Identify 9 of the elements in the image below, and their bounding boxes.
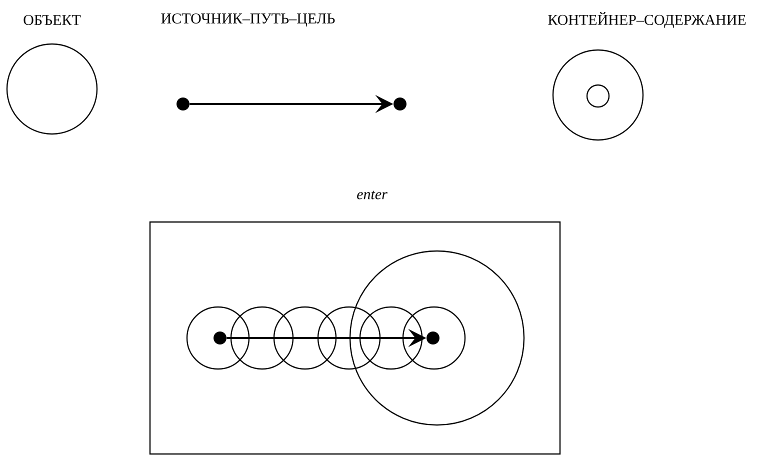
dot — [426, 332, 440, 344]
circle — [586, 84, 610, 108]
dot — [176, 98, 190, 110]
heading: ОБЪЕКТ — [24, 14, 81, 26]
dot — [394, 98, 406, 110]
dot — [214, 332, 226, 344]
heading: enter — [357, 190, 388, 200]
heading: ИСТОЧНИК–ПУТЬ–ЦЕЛЬ — [161, 13, 335, 27]
heading: КОНТЕЙНЕР–СОДЕРЖАНИЕ — [548, 12, 746, 28]
